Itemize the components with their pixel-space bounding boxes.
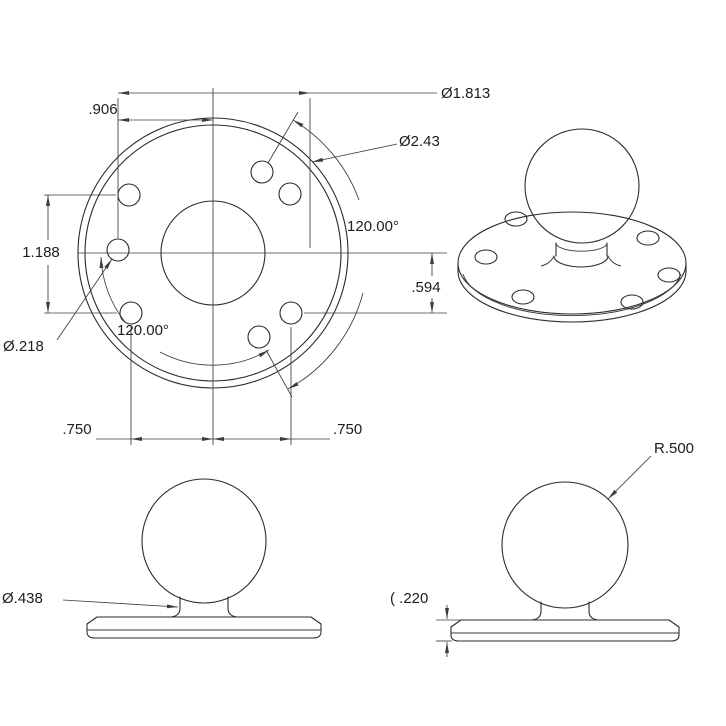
dim-bolt-circle-diameter: Ø1.813 — [441, 85, 490, 102]
bolt-hole — [657, 267, 681, 283]
ball — [141, 478, 267, 604]
dim-neck-diameter: Ø.438 — [2, 590, 43, 607]
radial-line — [267, 111, 299, 164]
bolt-hole — [250, 160, 274, 184]
dim-ball-radius: R.500 — [654, 440, 694, 457]
radial-line — [265, 349, 293, 398]
base-chamfer — [668, 619, 680, 628]
leader-line — [607, 455, 652, 500]
side-view-dimensions: Ø.438 R.500 ( .220 — [2, 440, 694, 657]
angle-arc — [292, 119, 360, 201]
bolt-hole — [117, 183, 141, 207]
dim-vertical-hole-spacing: 1.188 — [22, 244, 60, 261]
base-plate — [86, 616, 322, 639]
leader-line — [311, 143, 398, 163]
iso-stem-fillet — [607, 255, 622, 267]
dim-plate-diameter: Ø2.43 — [399, 133, 440, 150]
iso-stem-top — [555, 242, 608, 252]
bolt-hole — [474, 249, 498, 265]
base-chamfer — [450, 619, 462, 628]
dim-left-hole-spacing: .750 — [62, 421, 91, 438]
bolt-hole — [119, 301, 143, 325]
bolt-hole — [636, 230, 660, 246]
side-view-right — [450, 481, 680, 642]
iso-bolt-holes — [474, 211, 681, 310]
iso-stem — [540, 242, 622, 268]
side-view-left — [86, 478, 322, 639]
bolt-hole — [504, 211, 528, 227]
dim-bolt-circle-radius: .906 — [88, 101, 117, 118]
bolt-hole — [247, 325, 271, 349]
leader-line — [62, 599, 179, 609]
neck-right — [588, 601, 599, 621]
base-bottom — [86, 631, 322, 639]
bolt-hole — [106, 238, 130, 262]
bolt-hole — [278, 182, 302, 206]
dim-center-to-hole-offset: .594 — [411, 279, 440, 296]
front-bolt-holes — [106, 160, 303, 349]
neck-left — [531, 601, 542, 621]
base-chamfer — [86, 616, 98, 625]
neck-right — [227, 596, 238, 618]
front-view-dimensions: Ø1.813 .906 Ø2.43 120.00° 1.188 .594 Ø.2… — [3, 85, 490, 445]
dim-small-hole-diameter: Ø.218 — [3, 338, 44, 355]
bolt-hole — [620, 294, 644, 310]
base-chamfer — [310, 616, 322, 625]
angle-arc — [99, 256, 126, 323]
leader-line — [56, 258, 113, 341]
angle-arc — [287, 292, 364, 390]
iso-plate-bottom — [457, 270, 687, 323]
iso-plate-rim — [462, 273, 682, 316]
isometric-view — [457, 128, 687, 323]
iso-stem-base — [553, 255, 609, 268]
base-plate — [450, 619, 680, 642]
dim-plate-thickness: ( .220 — [390, 590, 428, 607]
base-bottom — [450, 634, 680, 642]
iso-stem-fillet — [540, 255, 555, 267]
ball — [501, 481, 629, 609]
dim-right-hole-spacing: .750 — [333, 421, 362, 438]
bolt-hole — [511, 289, 535, 305]
iso-ball — [524, 128, 640, 244]
angle-arc — [159, 349, 270, 366]
dim-lower-angle: 120.00° — [117, 322, 169, 339]
bolt-hole — [279, 301, 303, 325]
dim-upper-angle: 120.00° — [347, 218, 399, 235]
